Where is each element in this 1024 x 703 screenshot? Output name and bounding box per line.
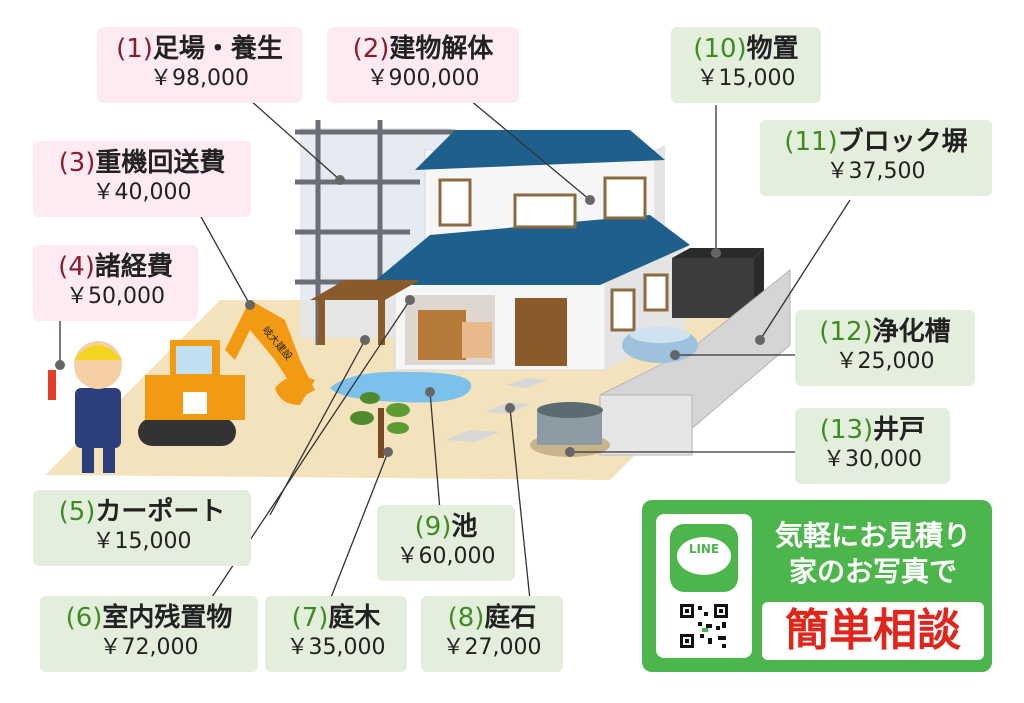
item-price: ￥30,000 xyxy=(823,447,922,472)
item-price: ￥60,000 xyxy=(396,544,496,569)
cta-line-1: 気軽にお見積り xyxy=(774,519,971,552)
item-number: (9) xyxy=(414,512,452,542)
item-number: (5) xyxy=(58,497,96,527)
estimate-item-garden-stones: (8)庭石 ￥27,000 xyxy=(421,596,563,672)
estimate-item-block-wall: (11)ブロック塀 ￥37,500 xyxy=(760,120,992,196)
estimate-item-scaffolding: (1)足場・養生 ￥98,000 xyxy=(97,27,302,103)
qr-code-icon[interactable] xyxy=(670,602,738,650)
leader-line-2 xyxy=(469,99,591,201)
item-price: ￥50,000 xyxy=(66,284,165,309)
item-number: (13) xyxy=(819,415,874,445)
block-wall-icon xyxy=(599,268,791,456)
item-price: ￥900,000 xyxy=(366,66,480,91)
estimate-item-garden-trees: (7)庭木 ￥35,000 xyxy=(265,596,407,672)
item-price: ￥35,000 xyxy=(286,635,386,660)
item-name: 足場・養生 xyxy=(152,34,283,64)
item-price: ￥25,000 xyxy=(835,349,935,374)
item-name: 建物解体 xyxy=(389,34,494,64)
excavator-icon: 岐大建設 xyxy=(138,300,315,446)
item-number: (6) xyxy=(65,603,103,633)
line-card[interactable]: LINE xyxy=(656,514,752,658)
easy-consultation-button[interactable]: 簡単相談 xyxy=(762,602,984,660)
leader-line-11 xyxy=(759,199,851,341)
septic-tank-icon xyxy=(622,327,698,363)
estimate-item-pond: (9)池 ￥60,000 xyxy=(377,505,515,581)
item-number: (10) xyxy=(693,34,747,64)
item-price: ￥37,500 xyxy=(826,159,926,184)
item-number: (1) xyxy=(116,34,153,64)
item-price: ￥72,000 xyxy=(99,635,199,660)
estimate-item-well: (13)井戸 ￥30,000 xyxy=(795,408,950,484)
estimate-item-leftover-items: (6)室内残置物 ￥72,000 xyxy=(40,596,258,672)
house-icon xyxy=(370,130,690,371)
item-name: 井戸 xyxy=(873,415,926,445)
item-name: 浄化槽 xyxy=(872,317,951,347)
estimate-item-machinery-transport: (3)重機回送費 ￥40,000 xyxy=(33,141,251,217)
item-name: 池 xyxy=(451,512,478,542)
item-name: 物置 xyxy=(746,34,799,64)
estimate-item-storage-shed: (10)物置 ￥15,000 xyxy=(671,27,821,103)
leader-line-1 xyxy=(249,99,341,181)
item-name: 重機回送費 xyxy=(95,148,226,178)
line-consultation-banner[interactable]: LINE 気軽にお見積り 家のお写真で 簡単相談 xyxy=(642,500,992,672)
line-bubble-icon xyxy=(677,537,731,575)
item-name: 諸経費 xyxy=(94,252,173,282)
estimate-item-demolition: (2)建物解体 ￥900,000 xyxy=(327,27,519,103)
item-name: 庭木 xyxy=(328,603,381,633)
worker-icon xyxy=(48,341,122,473)
estimate-item-septic-tank: (12)浄化槽 ￥25,000 xyxy=(795,310,975,386)
carport-icon xyxy=(310,280,420,345)
line-cta-text: 気軽にお見積り 家のお写真で xyxy=(762,518,984,590)
leader-lines xyxy=(59,99,851,601)
line-logo-icon[interactable]: LINE xyxy=(670,524,738,592)
item-number: (7) xyxy=(291,603,329,633)
item-price: ￥40,000 xyxy=(92,180,192,205)
leader-line-8 xyxy=(509,407,531,601)
item-number: (12) xyxy=(819,317,873,347)
cta-line-2: 家のお写真で xyxy=(788,555,957,588)
item-number: (4) xyxy=(58,252,95,282)
item-name: 庭石 xyxy=(484,603,537,633)
well-icon xyxy=(530,402,610,457)
item-name: ブロック塀 xyxy=(837,127,968,157)
leader-line-7 xyxy=(329,451,389,601)
garden-tree-icon xyxy=(350,392,410,458)
item-number: (8) xyxy=(447,603,485,633)
item-name: 室内残置物 xyxy=(102,603,233,633)
item-price: ￥98,000 xyxy=(150,66,249,91)
leader-line-3 xyxy=(199,214,251,306)
line-logo-text: LINE xyxy=(688,542,720,556)
leader-line-9 xyxy=(429,391,441,511)
leader-dots xyxy=(55,175,765,457)
item-price: ￥27,000 xyxy=(442,635,542,660)
estimate-item-carport: (5)カーポート ￥15,000 xyxy=(33,490,251,566)
estimate-item-misc-expenses: (4)諸経費 ￥50,000 xyxy=(33,245,198,321)
item-number: (2) xyxy=(352,34,390,64)
item-number: (3) xyxy=(58,148,96,178)
item-number: (11) xyxy=(784,127,838,157)
item-price: ￥15,000 xyxy=(92,529,192,554)
item-name: カーポート xyxy=(95,497,226,527)
item-price: ￥15,000 xyxy=(696,66,796,91)
